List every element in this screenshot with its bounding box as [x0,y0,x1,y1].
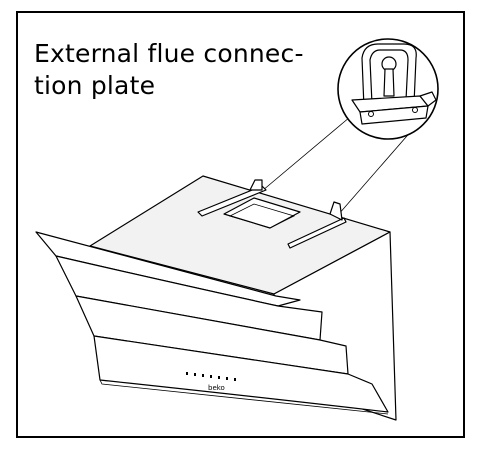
magnified-plate-detail-icon [337,38,439,140]
caption-line-2: tion plate [34,71,156,100]
diagram-caption: External flue connec- tion plate [34,38,304,102]
caption-line-1: External flue connec- [34,39,304,68]
brand-logo-label: beko [208,384,225,392]
cooker-hood-illustration-icon: beko [35,175,397,421]
control-buttons [186,372,236,381]
leader-lines [255,116,421,216]
